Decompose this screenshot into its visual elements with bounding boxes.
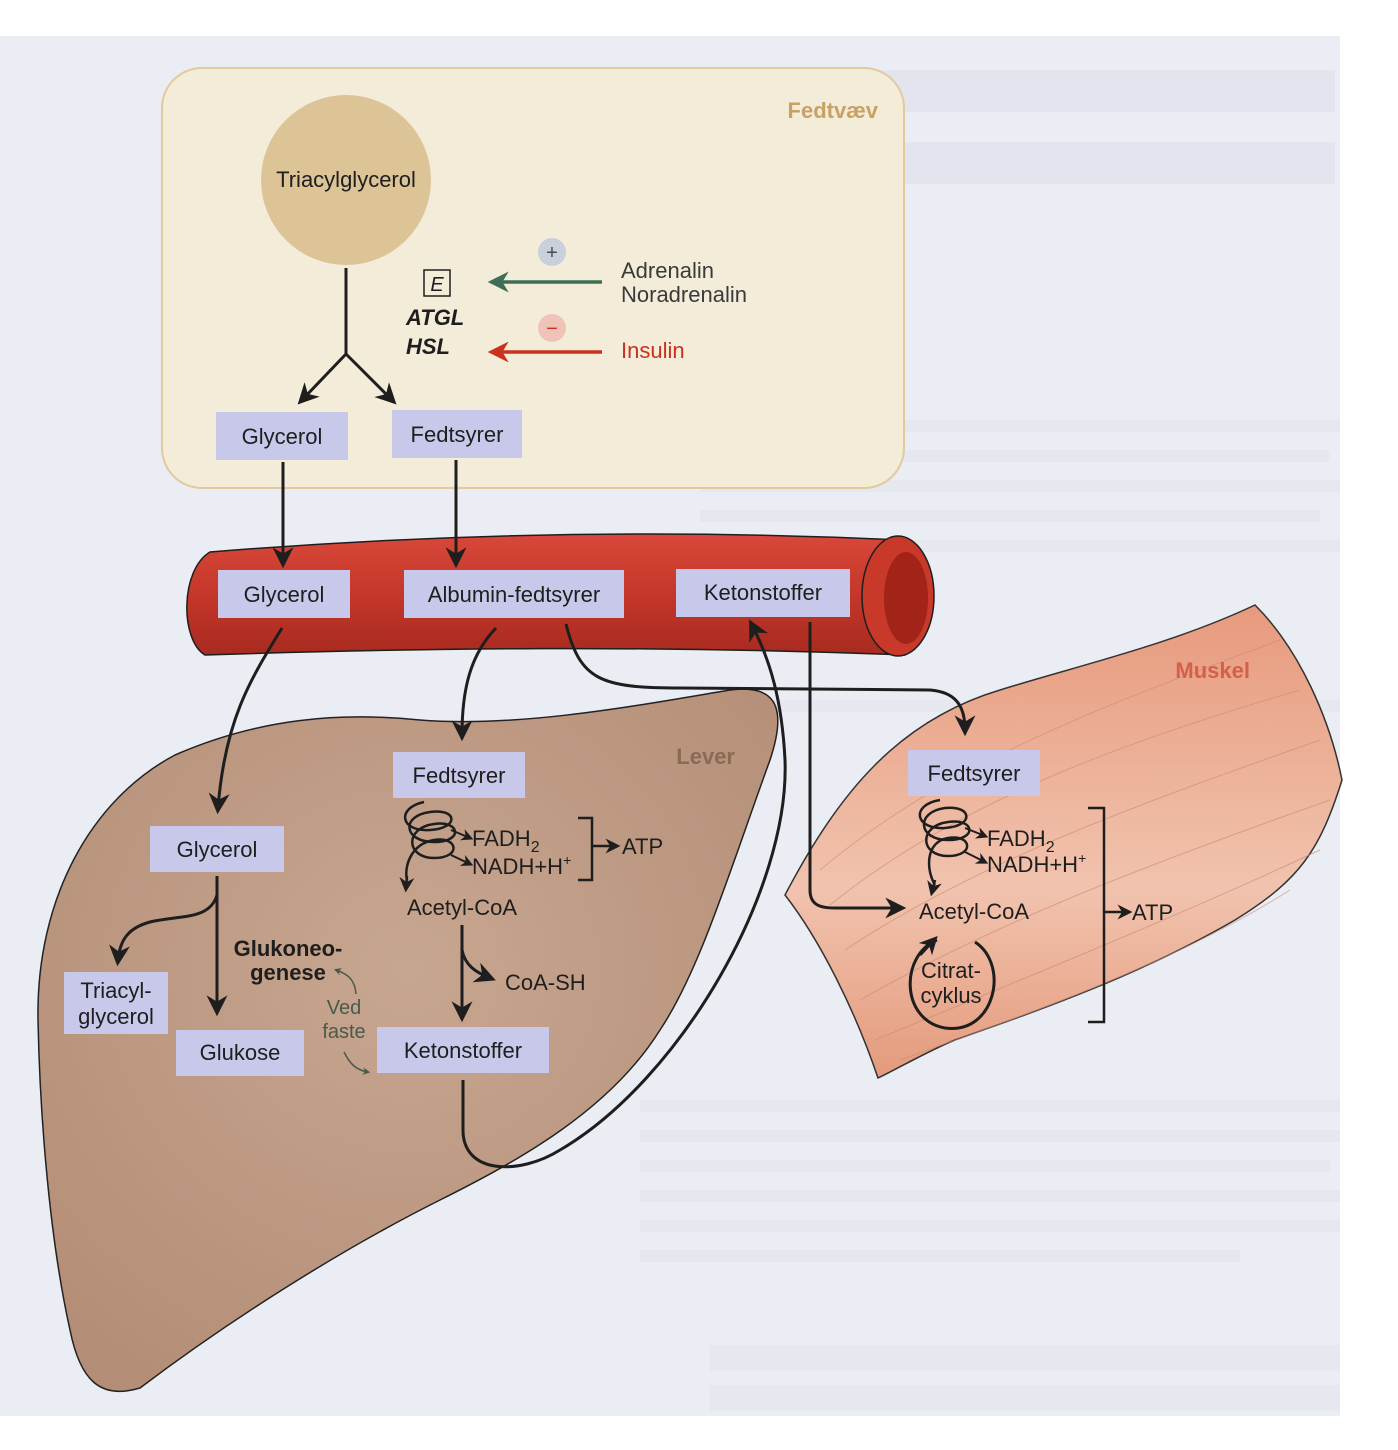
fasting-arrow-up: [333, 968, 357, 995]
fat-droplet: [261, 95, 431, 265]
liver-tag-label-2: glycerol: [78, 1004, 154, 1029]
liver-fatty-acid-box: [393, 752, 525, 798]
gluconeogenesis-label-1: Glukoneo-: [234, 936, 343, 961]
blood-glycerol-label: Glycerol: [244, 582, 325, 607]
triacylglycerol-label: Triacylglycerol: [276, 167, 416, 192]
liver-tissue: Lever Glycerol Triacyl- glycerol Glukose…: [37, 688, 779, 1393]
citric-cycle-label-2: cyklus: [920, 983, 981, 1008]
albumin-to-liver-arrow: [451, 626, 498, 742]
stimulate-badge: [538, 238, 566, 266]
blood-ketone-box: [676, 569, 850, 617]
muscle-acetyl-coa-label: Acetyl-CoA: [919, 899, 1029, 924]
enzyme-icon-letter: E: [430, 274, 444, 296]
muscle-beta-oxidation-spiral: [918, 798, 971, 886]
to-fatty-acid-arrow: [344, 352, 397, 405]
liver-beta-oxidation-spiral: [404, 800, 457, 881]
liver-fadh2-label: FADH2: [472, 826, 540, 856]
noradrenalin-label: Noradrenalin: [621, 282, 747, 307]
liver-glucose-box: [176, 1030, 304, 1076]
enzyme-icon: [423, 269, 451, 297]
to-glycerol-arrow: [297, 352, 348, 405]
coa-release-arrow: [460, 949, 496, 983]
liver-nadh-arrow: [450, 854, 474, 866]
transport-arrows: [208, 460, 976, 1169]
liver-acetyl-coa-label: Acetyl-CoA: [407, 895, 517, 920]
liver-spiral-arrow: [399, 875, 415, 893]
muscle-fadh2-label: FADH2: [987, 826, 1055, 856]
muscle-nadh-arrow: [964, 851, 989, 864]
muscle-shape: [784, 604, 1343, 1080]
liver-fadh2-arrow: [450, 829, 474, 841]
liver-ketone-box: [377, 1027, 549, 1073]
ketone-to-muscle-arrow: [808, 622, 907, 919]
liver-title: Lever: [676, 744, 735, 769]
coa-sh-label: CoA-SH: [505, 970, 586, 995]
liver-nadh-label: NADH+H+: [472, 852, 571, 879]
fasting-label-1: Ved: [327, 997, 361, 1019]
inhibit-badge: [538, 314, 566, 342]
liver-fatty-acid-label: Fedtsyrer: [413, 763, 506, 788]
blood-vessel: Glycerol Albumin-fedtsyrer Ketonstoffer: [186, 533, 935, 657]
citric-cycle-loop: [908, 938, 996, 1030]
muscle-atp-bracket: [1088, 806, 1106, 1024]
minus-sign: −: [546, 318, 558, 340]
enzyme-atgl: ATGL: [405, 305, 464, 330]
liver-ketone-to-blood-arrow: [461, 619, 787, 1169]
gluconeogenesis-label-2: genese: [250, 960, 326, 985]
adrenalin-label: Adrenalin: [621, 258, 714, 283]
liver-tag-label-1: Triacyl-: [80, 978, 151, 1003]
adipose-tissue: Fedtvæv Triacylglycerol E ATGL HSL + − A…: [161, 67, 905, 489]
adipose-fatty-acid-box: [392, 410, 522, 458]
liver-glycerol-label: Glycerol: [177, 837, 258, 862]
liver-tag-box: [64, 972, 168, 1034]
blood-albumin-box: [404, 570, 624, 618]
liver-glycerol-box: [150, 826, 284, 872]
albumin-to-muscle-arrow: [564, 623, 976, 737]
muscle-fadh2-arrow: [964, 827, 989, 839]
muscle-fatty-acid-box: [908, 750, 1040, 796]
muscle-fatty-acid-label: Fedtsyrer: [928, 761, 1021, 786]
liver-atp-bracket: [578, 816, 594, 882]
blood-glycerol-to-liver-arrow: [208, 627, 284, 815]
muscle-atp-label: ATP: [1132, 900, 1173, 925]
muscle-spiral-arrow: [927, 879, 942, 897]
adipose-fatty-acid-label: Fedtsyrer: [411, 422, 504, 447]
plus-sign: +: [546, 242, 558, 264]
liver-ketone-label: Ketonstoffer: [404, 1038, 522, 1063]
adipose-glycerol-label: Glycerol: [242, 424, 323, 449]
citric-cycle-arrowhead: [918, 936, 938, 957]
liver-atp-label: ATP: [622, 834, 663, 859]
blood-ketone-label: Ketonstoffer: [704, 580, 822, 605]
blood-glycerol-box: [218, 570, 350, 618]
adipose-glycerol-box: [216, 412, 348, 460]
insulin-label: Insulin: [621, 338, 685, 363]
fasting-arrow-down: [343, 1051, 371, 1075]
liver-glucose-label: Glukose: [200, 1040, 281, 1065]
vessel-lumen: [884, 552, 928, 644]
enzyme-hsl: HSL: [406, 334, 450, 359]
muscle-nadh-label: NADH+H+: [987, 850, 1086, 877]
citric-cycle-label-1: Citrat-: [921, 958, 981, 983]
muscle-title: Muskel: [1175, 658, 1250, 683]
muscle-tissue: Muskel Fedtsyrer FADH2 NADH+H+ Acetyl-Co…: [784, 604, 1343, 1080]
blood-albumin-label: Albumin-fedtsyrer: [428, 582, 600, 607]
glycerol-to-tag-arrow: [109, 894, 219, 967]
fasting-label-2: faste: [322, 1021, 365, 1043]
adipose-title: Fedtvæv: [788, 98, 879, 123]
